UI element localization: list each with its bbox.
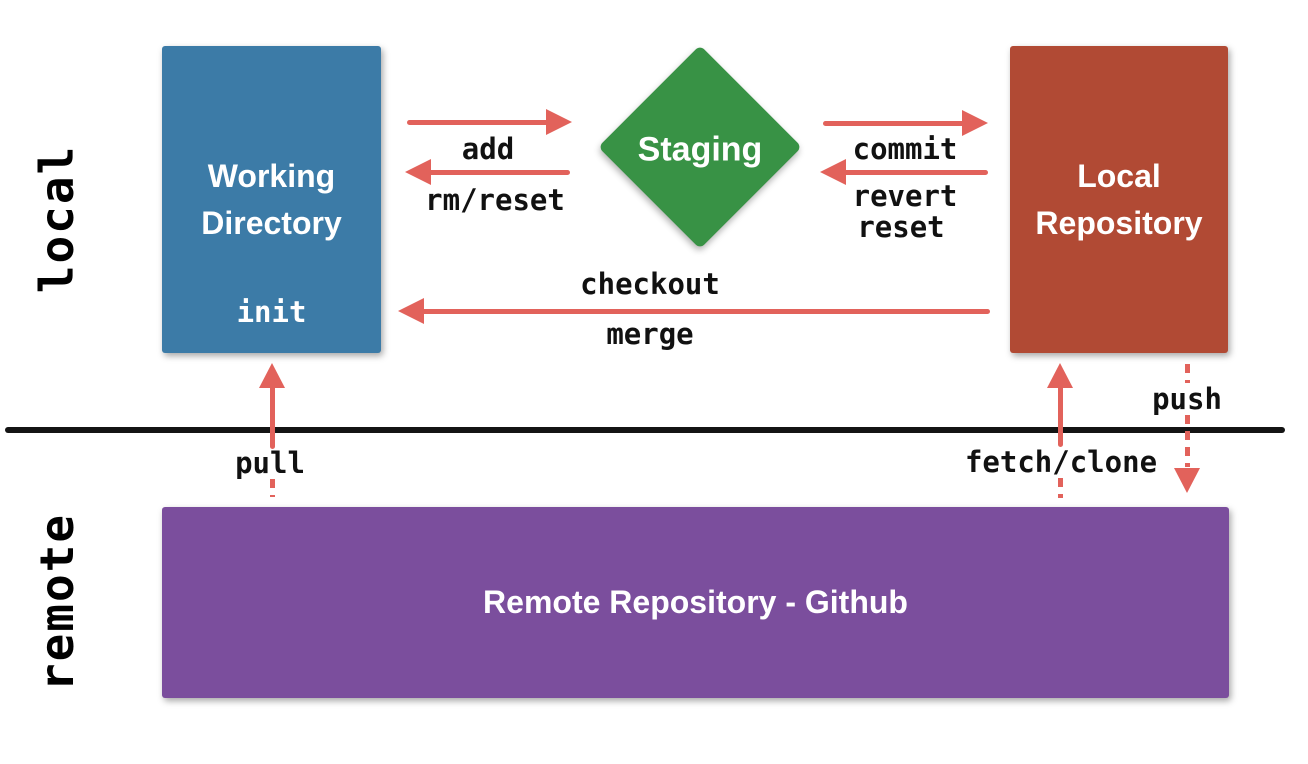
arrow-dashed-shaft [1185,415,1190,467]
arrow-dashed-tail [270,479,275,497]
pull-label: pull [235,446,305,480]
push-label: push [1152,382,1222,416]
remote-repository-node: Remote Repository - Github [162,507,1229,698]
arrow-shaft [270,385,275,449]
arrow-head-up-icon [1047,363,1073,388]
arrow-head-up-icon [259,363,285,388]
local-repository-node: Local Repository [1010,46,1228,353]
arrow-shaft [419,309,990,314]
arrow-dashed-shaft [1185,364,1190,383]
working-directory-node: Working Directory init [162,46,381,353]
arrow-shaft [407,120,551,125]
checkout-label: checkout [580,267,720,301]
merge-label: merge [606,317,694,351]
fetch-clone-label: fetch/clone [964,445,1158,479]
arrow-shaft [1058,385,1063,447]
arrow-head-right-icon [546,109,572,135]
local-repository-label: Local Repository [1035,158,1203,241]
init-command-label: init [236,295,307,329]
arrow-shaft [841,170,988,175]
arrow-head-right-icon [962,110,988,136]
reset-label: reset [857,210,945,244]
staging-label: Staging [637,130,763,169]
rm-reset-label: rm/reset [425,183,565,217]
remote-repository-label: Remote Repository - Github [483,584,908,621]
working-directory-label: Working Directory [201,158,342,241]
local-remote-divider [5,427,1285,433]
revert-label: revert [852,179,958,213]
add-label: add [461,132,515,166]
remote-section-label: remote [30,512,84,692]
arrow-shaft [426,170,570,175]
arrow-dashed-tail [1058,478,1063,498]
local-section-label: local [30,144,84,294]
commit-label: commit [852,132,958,166]
arrow-head-down-icon [1174,468,1200,493]
arrow-shaft [823,121,967,126]
